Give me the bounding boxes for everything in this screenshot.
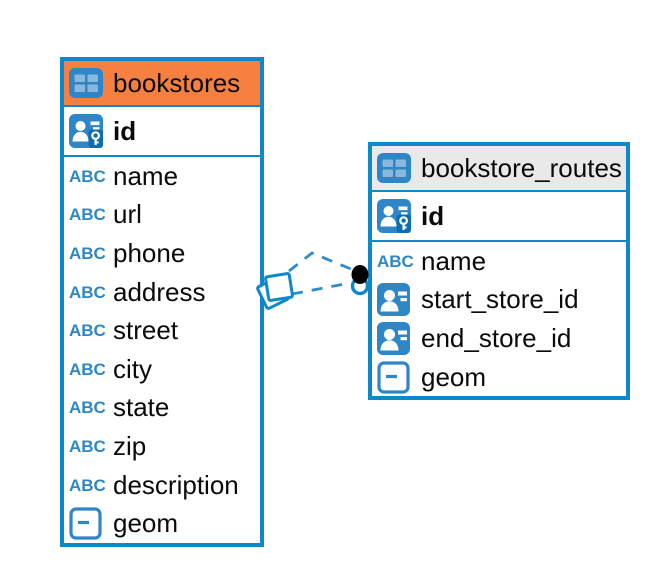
column-name: phone	[113, 237, 186, 268]
bookstore-routes-primary-key-name: id	[421, 200, 445, 231]
column-name: street	[113, 315, 179, 346]
relationship-line-lower[interactable]	[291, 281, 351, 296]
table-grid-icon	[377, 153, 413, 183]
column-name: end_store_id	[421, 322, 572, 353]
reference-icon	[377, 283, 410, 317]
text-type-icon: ABC	[69, 398, 106, 418]
text-type-icon: ABC	[69, 436, 106, 456]
column-row[interactable]: ABC zip	[64, 427, 260, 466]
column-type-icon: ABC	[69, 507, 105, 540]
table-bookstores-title: bookstores	[113, 67, 241, 98]
column-name: start_store_id	[421, 284, 579, 315]
column-row[interactable]: ABC geom	[372, 358, 626, 397]
column-type-icon: ABC	[69, 398, 106, 418]
primary-key-icon	[69, 114, 105, 148]
column-row[interactable]: ABC description	[64, 466, 260, 505]
table-bookstore-routes-title: bookstore_routes	[421, 152, 622, 183]
column-row[interactable]: ABC end_store_id	[372, 319, 626, 358]
column-row[interactable]: ABC state	[64, 389, 260, 428]
column-row[interactable]: ABC street	[64, 311, 260, 350]
column-row[interactable]: ABC address	[64, 273, 260, 312]
column-type-icon: ABC	[377, 283, 413, 317]
column-row[interactable]: ABC name	[372, 242, 626, 281]
text-type-icon: ABC	[69, 321, 106, 341]
column-row[interactable]: ABC start_store_id	[372, 281, 626, 320]
column-type-icon: ABC	[377, 321, 413, 355]
column-name: address	[113, 276, 206, 307]
table-bookstores-header[interactable]: bookstores	[64, 61, 260, 107]
text-type-icon: ABC	[69, 282, 106, 302]
bookstores-primary-key-row[interactable]: id	[64, 107, 260, 157]
column-type-icon: ABC	[377, 360, 413, 394]
text-type-icon: ABC	[69, 205, 106, 225]
column-name: state	[113, 392, 170, 423]
column-name: zip	[113, 430, 147, 461]
column-type-icon: ABC	[69, 166, 106, 186]
bookstores-columns: ABC name	[64, 157, 260, 543]
geometry-icon	[69, 507, 102, 540]
table-bookstore-routes-header[interactable]: bookstore_routes	[372, 146, 626, 192]
text-type-icon: ABC	[377, 251, 414, 271]
table-bookstore-routes[interactable]: bookstore_routes id	[368, 142, 630, 401]
column-name: name	[421, 245, 487, 276]
relationship-line-upper[interactable]	[288, 251, 352, 273]
text-type-icon: ABC	[69, 359, 106, 379]
column-type-icon: ABC	[69, 205, 106, 225]
column-row[interactable]: ABC phone	[64, 234, 260, 273]
primary-key-icon	[377, 199, 413, 233]
bookstore-routes-columns: ABC name	[372, 242, 626, 396]
text-type-icon: ABC	[69, 166, 106, 186]
column-type-icon: ABC	[69, 475, 106, 495]
reference-icon	[377, 321, 410, 355]
column-row[interactable]: ABC geom	[64, 504, 260, 543]
geometry-icon	[377, 360, 410, 394]
column-type-icon: ABC	[69, 436, 106, 456]
column-type-icon: ABC	[377, 251, 414, 271]
table-grid-icon	[69, 68, 105, 98]
column-name: geom	[421, 361, 487, 392]
column-type-icon: ABC	[69, 321, 106, 341]
column-name: name	[113, 160, 179, 191]
column-row[interactable]: ABC city	[64, 350, 260, 389]
column-name: geom	[113, 508, 179, 539]
column-row[interactable]: ABC name	[64, 157, 260, 196]
column-type-icon: ABC	[69, 282, 106, 302]
table-bookstores[interactable]: bookstores id	[60, 57, 264, 547]
column-type-icon: ABC	[69, 243, 106, 263]
bookstore-routes-primary-key-row[interactable]: id	[372, 192, 626, 242]
column-name: url	[113, 199, 142, 230]
bookstores-primary-key-name: id	[113, 115, 137, 146]
text-type-icon: ABC	[69, 243, 106, 263]
column-name: description	[113, 469, 239, 500]
relationship-target-marker[interactable]	[350, 265, 370, 296]
column-row[interactable]: ABC url	[64, 196, 260, 235]
column-type-icon: ABC	[69, 359, 106, 379]
text-type-icon: ABC	[69, 475, 106, 495]
column-name: city	[113, 353, 152, 384]
